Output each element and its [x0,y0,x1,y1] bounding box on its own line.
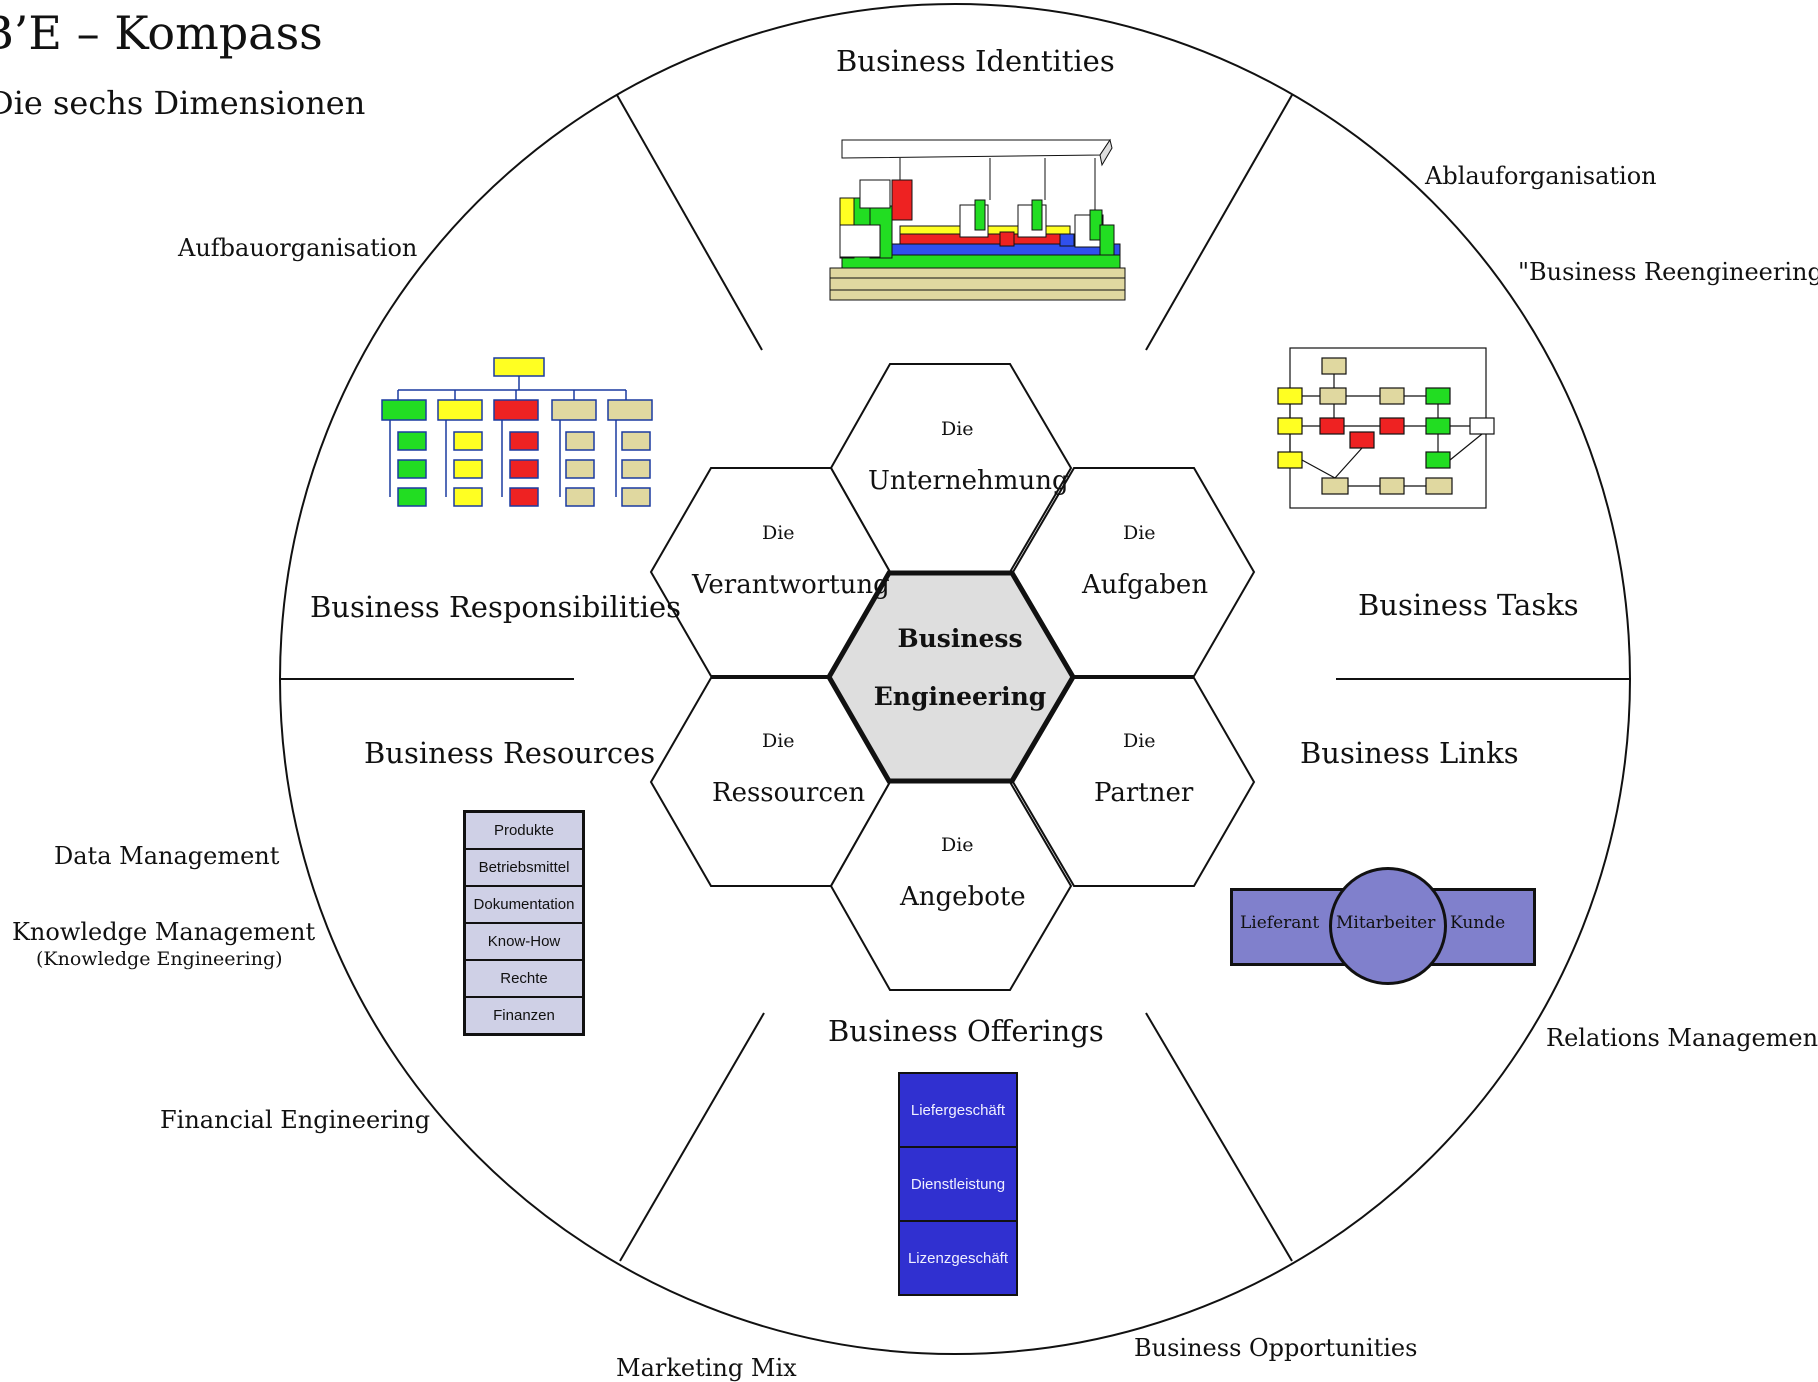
resource-item: Finanzen [466,998,582,1033]
hex-angebote-label: Angebote [900,882,1026,912]
links-right-label: Kunde [1450,913,1506,933]
divider-bottom-left [619,1012,765,1262]
tasks-process-network [1277,347,1495,509]
hex-partner-label: Partner [1094,778,1194,808]
sector-dividers [280,94,1631,1262]
hex-aufgaben-article: Die [1123,522,1156,544]
label-knowledge-engineering: (Knowledge Engineering) [36,948,283,970]
sector-label-responsibilities: Business Responsibilities [310,590,682,624]
label-reengineering: "Business Reengineering" [1518,258,1818,286]
page-title: B’E – Kompass [0,6,323,60]
sector-label-offerings: Business Offerings [828,1014,1104,1048]
hex-angebote-article: Die [941,834,974,856]
resource-item: Dokumentation [466,887,582,922]
links-circle [1329,867,1447,985]
hex-verantwortung-label: Verantwortung [692,570,890,600]
page-subtitle: Die sechs Dimensionen [0,84,366,122]
divider-top-right [1145,94,1293,351]
responsibilities-orgchart [381,357,653,507]
links-left-label: Lieferant [1240,913,1320,933]
offering-item: Lizenzgeschäft [900,1222,1016,1294]
sector-label-resources: Business Resources [364,736,656,770]
hex-aufgaben-label: Aufgaben [1082,570,1209,600]
resource-item: Know-How [466,924,582,959]
hex-partner-article: Die [1123,730,1156,752]
hex-ressourcen-label: Ressourcen [712,778,866,808]
label-business-opportunities: Business Opportunities [1134,1334,1418,1362]
divider-top-left [616,94,763,351]
label-knowledge-management: Knowledge Management [12,918,316,946]
label-ablauforganisation: Ablauforganisation [1425,162,1657,190]
label-marketing-mix: Marketing Mix [616,1354,797,1382]
label-financial-engineering: Financial Engineering [160,1106,431,1134]
hex-center [826,570,1076,784]
resources-list: Produkte Betriebsmittel Dokumentation Kn… [463,810,585,1036]
hex-center-line2: Engineering [873,682,1047,711]
offering-item: Dienstleistung [900,1148,1016,1220]
hex-center-line1: Business [897,624,1023,653]
label-data-management: Data Management [54,842,280,870]
sector-label-links: Business Links [1300,736,1519,770]
resource-item: Betriebsmittel [466,850,582,885]
label-aufbauorganisation: Aufbauorganisation [178,234,418,262]
sector-label-identities: Business Identities [836,44,1115,78]
hex-ressourcen-article: Die [762,730,795,752]
offering-item: Liefergeschäft [900,1074,1016,1146]
resource-item: Rechte [466,961,582,996]
hex-unternehmung-label: Unternehmung [868,466,1069,496]
hex-verantwortung-article: Die [762,522,795,544]
offerings-list: Liefergeschäft Dienstleistung Lizenzgesc… [898,1072,1018,1296]
resource-item: Produkte [466,813,582,848]
hex-unternehmung-article: Die [941,418,974,440]
hex-ring [649,363,1256,991]
sector-label-tasks: Business Tasks [1358,588,1579,622]
divider-bottom-right [1145,1012,1293,1262]
links-center-label: Mitarbeiter [1336,913,1436,933]
identities-illustration [829,138,1126,301]
label-relations-management: Relations Management [1546,1024,1818,1052]
